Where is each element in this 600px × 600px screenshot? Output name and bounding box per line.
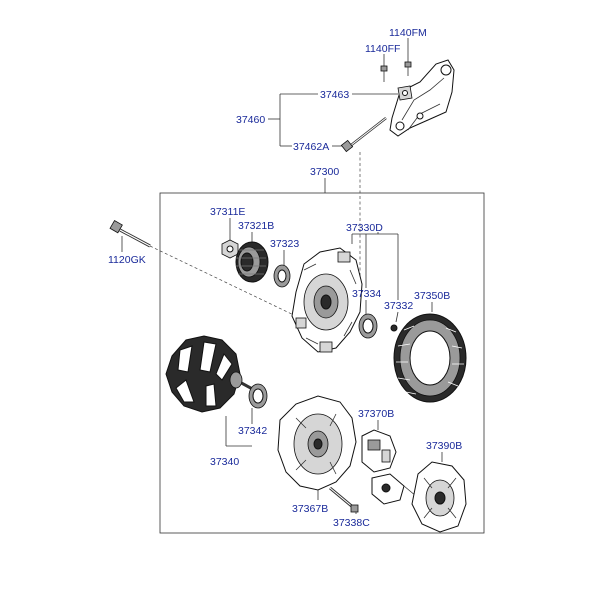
bolt-1140FM — [404, 61, 412, 76]
bolt-37462A — [340, 117, 387, 153]
bearing-37334 — [358, 300, 378, 339]
label-37334: 37334 — [352, 288, 381, 300]
label-37460: 37460 — [236, 114, 265, 126]
label-37332: 37332 — [384, 300, 413, 312]
bearing-37342 — [248, 383, 268, 424]
label-37350B: 37350B — [414, 290, 450, 302]
nut-37311E — [221, 218, 239, 259]
label-1120GK: 1120GK — [108, 254, 146, 266]
stator-37350B — [393, 302, 467, 403]
spacer-37323 — [273, 250, 291, 288]
block-37463 — [397, 85, 413, 101]
front-housing-37330D — [291, 247, 363, 353]
assembly-frame — [159, 192, 485, 534]
label-37390B: 37390B — [426, 440, 462, 452]
bolt-37338C — [329, 486, 359, 513]
dash-1120GK — [149, 245, 301, 319]
rear-cover-37390B — [411, 452, 467, 533]
pulley-37321B — [235, 232, 269, 283]
label-37338C: 37338C — [333, 517, 370, 529]
label-37323: 37323 — [270, 238, 299, 250]
label-37463: 37463 — [320, 89, 349, 101]
mounting-bracket — [389, 59, 455, 137]
bolt-1140FF — [380, 65, 388, 82]
label-37300: 37300 — [310, 166, 339, 178]
label-1140FF: 1140FF — [365, 43, 400, 55]
label-37462A: 37462A — [293, 141, 329, 153]
rear-housing-37367B — [277, 395, 357, 491]
screw-37332 — [390, 311, 399, 332]
leader-37330D — [351, 232, 399, 300]
label-1140FM: 1140FM — [389, 27, 427, 39]
label-37311E: 37311E — [210, 206, 245, 218]
bracket-37460-leaders — [268, 93, 398, 147]
rotor-37340 — [165, 335, 259, 413]
label-37321B: 37321B — [238, 220, 274, 232]
label-37342: 37342 — [238, 425, 267, 437]
label-37340: 37340 — [210, 456, 239, 468]
bolt-1120GK — [109, 219, 151, 252]
label-37370B: 37370B — [358, 408, 394, 420]
brush-holder-37370B — [361, 420, 417, 505]
label-37330D: 37330D — [346, 222, 383, 234]
label-37367B: 37367B — [292, 503, 328, 515]
